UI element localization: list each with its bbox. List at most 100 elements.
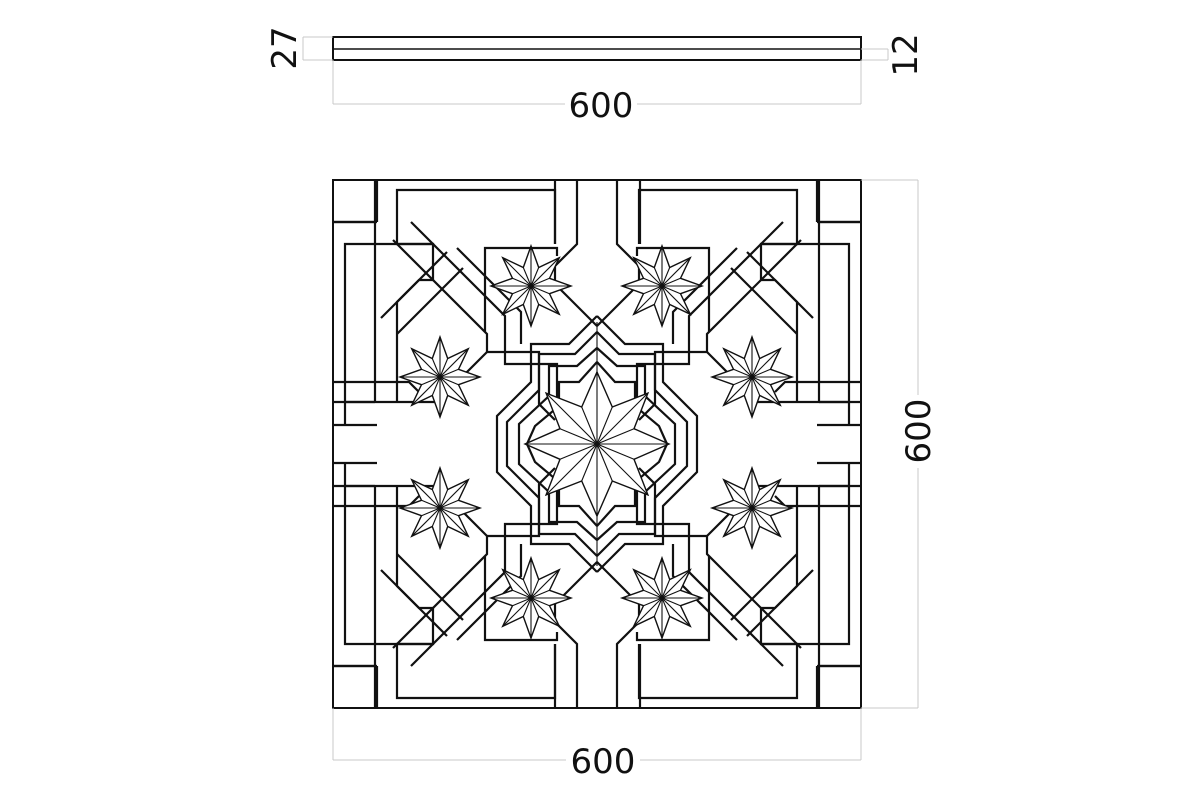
pattern-band-60 [817, 664, 861, 708]
pattern-band-29 [746, 251, 814, 319]
pattern-band-30 [730, 267, 798, 335]
rosette-2-ray [653, 285, 663, 305]
pattern-band-34 [596, 266, 641, 327]
pattern-band-73 [671, 544, 738, 641]
center-star-ray [596, 392, 649, 445]
pattern-band-16 [495, 315, 598, 444]
rosette-6-ray [751, 479, 781, 509]
rosette-6-ray [751, 499, 771, 509]
pattern-band-52 [392, 467, 556, 649]
pattern-band-54 [553, 561, 598, 622]
pattern-band-77 [596, 444, 689, 557]
pattern-band-33 [671, 247, 738, 344]
side-length-label: 600 [569, 86, 634, 126]
pattern-band-65 [615, 621, 640, 708]
rosette-8 [619, 555, 705, 641]
pattern-band-32 [638, 239, 802, 421]
rosette-8-ray [661, 569, 691, 599]
pattern-band-76 [596, 444, 699, 573]
rosette-3-ray [421, 368, 441, 378]
rosette-1-ray [512, 285, 532, 295]
rosette-7-ray [502, 569, 532, 599]
pattern-band-44 [343, 464, 433, 646]
center-star-ray [559, 428, 598, 445]
rosette-8-ray [653, 579, 663, 599]
pattern-band-36 [596, 315, 699, 444]
panel-height-label: 600 [899, 399, 939, 464]
center-star-ray [545, 392, 598, 445]
pattern-band-39 [596, 361, 669, 445]
rosette-5 [397, 465, 483, 551]
pattern-band-70 [730, 553, 798, 621]
rosette-4-ray [751, 376, 781, 406]
rosette-8-ray [661, 589, 681, 599]
rosette-7-ray [530, 589, 550, 599]
rosette-2-ray [643, 277, 663, 287]
rosette-1-ray [502, 285, 532, 315]
pattern-band-58 [517, 444, 598, 541]
side-thickness-total-label: 27 [265, 26, 305, 69]
rosette-1-ray [512, 277, 532, 287]
pattern-band-4 [343, 242, 433, 424]
center-star-ray [581, 406, 598, 445]
pattern-band-72 [638, 467, 802, 649]
pattern-band-25 [615, 180, 640, 267]
rosette-6-ray [723, 479, 753, 509]
dimension-panel-width: 600 [332, 708, 862, 782]
center-star-ray [596, 406, 613, 445]
rosette-2-ray [633, 257, 663, 287]
rosette-5-ray [431, 489, 441, 509]
pattern-band-13 [456, 247, 523, 344]
rosette-7-ray [530, 597, 540, 617]
rosette-2-ray [633, 285, 663, 315]
center-star-ray [596, 443, 613, 482]
rosette-7-ray [530, 597, 560, 627]
center-star-ray [581, 443, 598, 482]
rosette-2 [619, 243, 705, 329]
pattern-band-55 [483, 556, 559, 642]
rosette-7-ray [530, 597, 550, 607]
pattern-band-45 [554, 621, 579, 708]
rosette-3-ray [411, 348, 441, 378]
rosette-3 [397, 334, 483, 420]
center-star-ray [545, 443, 598, 496]
rosette-1-ray [530, 285, 560, 315]
dimension-side-thickness-layer: 12 [861, 33, 926, 77]
rosette-8-ray [643, 597, 663, 607]
pattern-band-5 [554, 180, 579, 267]
star-rosettes [397, 243, 795, 641]
rosette-3-ray [439, 376, 449, 396]
rosette-2-ray [661, 277, 681, 287]
rosette-8-ray [661, 597, 671, 617]
rosette-3-ray [431, 376, 441, 396]
rosette-3-ray [439, 368, 459, 378]
rosette-1-ray [522, 285, 532, 305]
rosette-8-ray [633, 569, 663, 599]
rosette-8-ray [633, 597, 663, 627]
rosette-4-ray [751, 358, 761, 378]
pattern-band-38 [596, 347, 677, 444]
rosette-6-ray [733, 499, 753, 509]
rosette-7 [488, 555, 574, 641]
center-star-ray [596, 443, 635, 460]
rosette-4-ray [751, 368, 771, 378]
rosette-4-ray [733, 376, 753, 386]
pattern-band-19 [525, 361, 598, 445]
rosette-6-ray [723, 507, 753, 537]
pattern-band-12 [392, 239, 556, 421]
rosette-8-ray [643, 589, 663, 599]
rosette-7-ray [522, 597, 532, 617]
pattern-band-24 [761, 242, 851, 424]
rosette-1-ray [530, 257, 560, 287]
rosette-7-ray [530, 579, 540, 599]
pattern-band-15 [483, 246, 559, 332]
rosette-1-ray [530, 285, 550, 295]
rosette-4 [709, 334, 795, 420]
rosette-6-ray [751, 507, 771, 517]
rosette-2-ray [643, 285, 663, 295]
pattern-band-53 [456, 544, 523, 641]
rosette-6-ray [733, 507, 753, 517]
rosette-6-ray [751, 489, 761, 509]
rosette-4-ray [733, 368, 753, 378]
rosette-4-ray [751, 376, 771, 386]
